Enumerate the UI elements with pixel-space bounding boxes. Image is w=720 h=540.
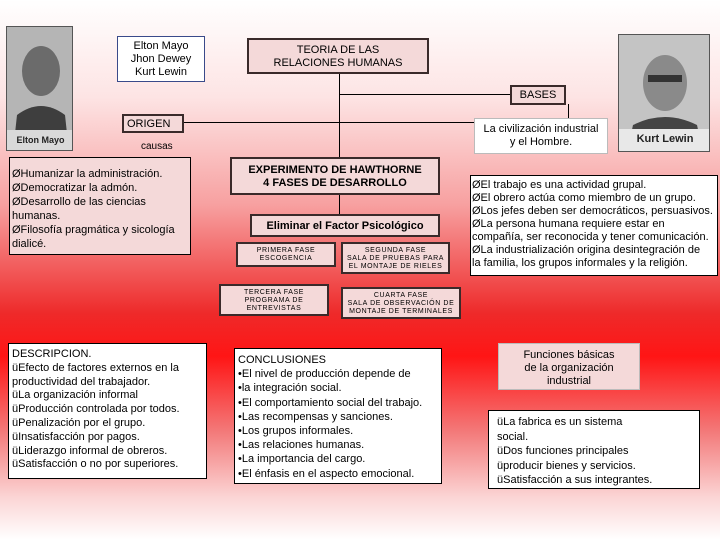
funciones-item: social. xyxy=(497,430,529,443)
civilizacion-box: La civilización industrial y el Hombre. xyxy=(474,118,608,154)
conclusiones-item: •Las relaciones humanas. xyxy=(238,439,365,452)
fase-cuarta: CUARTA FASE SALA DE OBSERVACIÓN DE MONTA… xyxy=(341,287,461,319)
descripcion-box: DESCRIPCION. üEfecto de factores externo… xyxy=(8,343,207,479)
conclusiones-item: •la integración social. xyxy=(238,382,342,395)
fase-line: SALA DE OBSERVACIÓN DE xyxy=(347,300,455,307)
descripcion-title: DESCRIPCION. xyxy=(12,348,92,360)
fase-line: SEGUNDA FASE xyxy=(364,247,427,254)
connector-line xyxy=(339,94,340,158)
bases-item: ØLa persona humana requiere estar en xyxy=(472,218,665,230)
fase-tercera: TERCERA FASE PROGRAMA DE ENTREVISTAS xyxy=(219,284,329,316)
origen-item: ØFilosofía pragmática y sicología dialic… xyxy=(12,224,175,250)
conclusiones-item: •Los grupos informales. xyxy=(238,425,354,438)
funciones-title-line: Funciones básicas xyxy=(523,349,615,361)
descripcion-item: productividad del trabajador. xyxy=(12,375,151,388)
bases-items-box: ØEl trabajo es una actividad grupal. ØEl… xyxy=(470,175,718,276)
experimento-line: 4 FASES DE DESARROLLO xyxy=(263,177,407,189)
descripcion-item: üLa organización informal xyxy=(12,389,138,402)
funciones-items-box: üLa fabrica es un sistema social. üDos f… xyxy=(488,410,700,489)
connector-line xyxy=(339,73,340,94)
fase-line: MONTAJE DE TERMINALES xyxy=(349,308,453,315)
bases-item: compañía, ser reconocida y tener comunic… xyxy=(472,231,709,243)
fase-primera: PRIMERA FASE ESCOGENCIA xyxy=(236,242,336,267)
origen-item: ØDemocratizar la admón. xyxy=(12,182,138,194)
portrait-icon xyxy=(619,35,709,151)
connector-line xyxy=(339,94,511,95)
title-line: TEORIA DE LAS xyxy=(296,44,380,56)
descripcion-item: üProducción controlada por todos. xyxy=(12,403,180,416)
fase-line: PROGRAMA DE xyxy=(244,297,304,304)
causas-label: causas xyxy=(141,141,173,152)
fase-line: SALA DE PRUEBAS PARA xyxy=(346,255,445,262)
bases-item: ØEl obrero actúa como miembro de un grup… xyxy=(472,192,696,204)
conclusiones-item: •El énfasis en el aspecto emocional. xyxy=(238,467,415,480)
author-name: Elton Mayo xyxy=(133,40,189,52)
connector-line xyxy=(339,195,340,215)
author-name: Kurt Lewin xyxy=(135,66,187,78)
author-name: Jhon Dewey xyxy=(130,53,192,65)
conclusiones-title: CONCLUSIONES xyxy=(238,354,327,366)
eliminar-label: Eliminar el Factor Psicológico xyxy=(266,220,424,232)
bases-item: ØLos jefes deben ser democráticos, persu… xyxy=(472,205,713,217)
fase-segunda: SEGUNDA FASE SALA DE PRUEBAS PARA EL MON… xyxy=(341,242,450,274)
conclusiones-box: CONCLUSIONES •El nivel de producción dep… xyxy=(234,348,442,484)
fase-line: ENTREVISTAS xyxy=(246,305,302,312)
descripcion-item: üPenalización por el grupo. xyxy=(12,416,146,429)
bases-item: ØLa industrialización origina desintegra… xyxy=(472,244,701,256)
funciones-item: üproducir bienes y servicios. xyxy=(497,459,636,472)
funciones-title-box: Funciones básicas de la organización ind… xyxy=(498,343,640,390)
conclusiones-item: •El nivel de producción depende de xyxy=(238,368,411,381)
funciones-title-line: industrial xyxy=(546,375,592,387)
bases-item: ØEl trabajo es una actividad grupal. xyxy=(472,179,647,191)
bases-label: BASES xyxy=(519,89,557,101)
conclusiones-item: •Las recompensas y sanciones. xyxy=(238,410,393,423)
civilizacion-line: y el Hombre. xyxy=(509,136,573,148)
eliminar-box: Eliminar el Factor Psicológico xyxy=(250,214,440,237)
funciones-title-line: de la organización xyxy=(524,362,614,374)
elton-mayo-photo: Elton Mayo xyxy=(6,26,73,151)
experimento-box: EXPERIMENTO DE HAWTHORNE 4 FASES DE DESA… xyxy=(230,157,440,195)
kurt-lewin-caption: Kurt Lewin xyxy=(636,133,694,145)
fase-line: ESCOGENCIA xyxy=(259,255,313,262)
descripcion-item: üEfecto de factores externos en la xyxy=(12,361,179,374)
fase-line: PRIMERA FASE xyxy=(256,247,316,254)
title-box: TEORIA DE LAS RELACIONES HUMANAS xyxy=(247,38,429,74)
civilizacion-line: La civilización industrial xyxy=(483,123,599,135)
conclusiones-item: •La importancia del cargo. xyxy=(238,453,366,466)
authors-box: Elton Mayo Jhon Dewey Kurt Lewin xyxy=(117,36,205,82)
connector-line xyxy=(184,122,474,123)
origen-item: ØDesarrollo de las ciencias humanas. xyxy=(12,196,146,222)
elton-mayo-caption: Elton Mayo xyxy=(16,135,65,145)
origen-item: ØHumanizar la administración. xyxy=(12,168,163,180)
kurt-lewin-photo: Kurt Lewin xyxy=(618,34,710,152)
fase-line: EL MONTAJE DE RIELES xyxy=(348,263,443,270)
fase-line: CUARTA FASE xyxy=(373,292,429,299)
funciones-item: üSatisfacción a sus integrantes. xyxy=(497,474,653,486)
descripcion-item: üInsatisfacción por pagos. xyxy=(12,430,140,443)
portrait-icon xyxy=(7,27,72,150)
descripcion-item: üLiderazgo informal de obreros. xyxy=(12,444,168,457)
connector-line xyxy=(568,104,569,118)
funciones-item: üDos funciones principales xyxy=(497,445,629,457)
origen-box: ORIGEN xyxy=(122,114,184,133)
experimento-line: EXPERIMENTO DE HAWTHORNE xyxy=(248,164,422,176)
bases-item: la familia, los grupos informales y la r… xyxy=(472,257,688,269)
fase-line: TERCERA FASE xyxy=(243,289,305,296)
bases-box: BASES xyxy=(510,85,566,105)
title-line: RELACIONES HUMANAS xyxy=(273,57,403,69)
funciones-item: üLa fabrica es un sistema xyxy=(497,416,623,428)
conclusiones-item: •El comportamiento social del trabajo. xyxy=(238,396,423,409)
descripcion-item: üSatisfacción o no por superiores. xyxy=(12,458,179,471)
origen-items-box: ØHumanizar la administración. ØDemocrati… xyxy=(9,157,191,255)
origen-label: ORIGEN xyxy=(127,118,171,130)
